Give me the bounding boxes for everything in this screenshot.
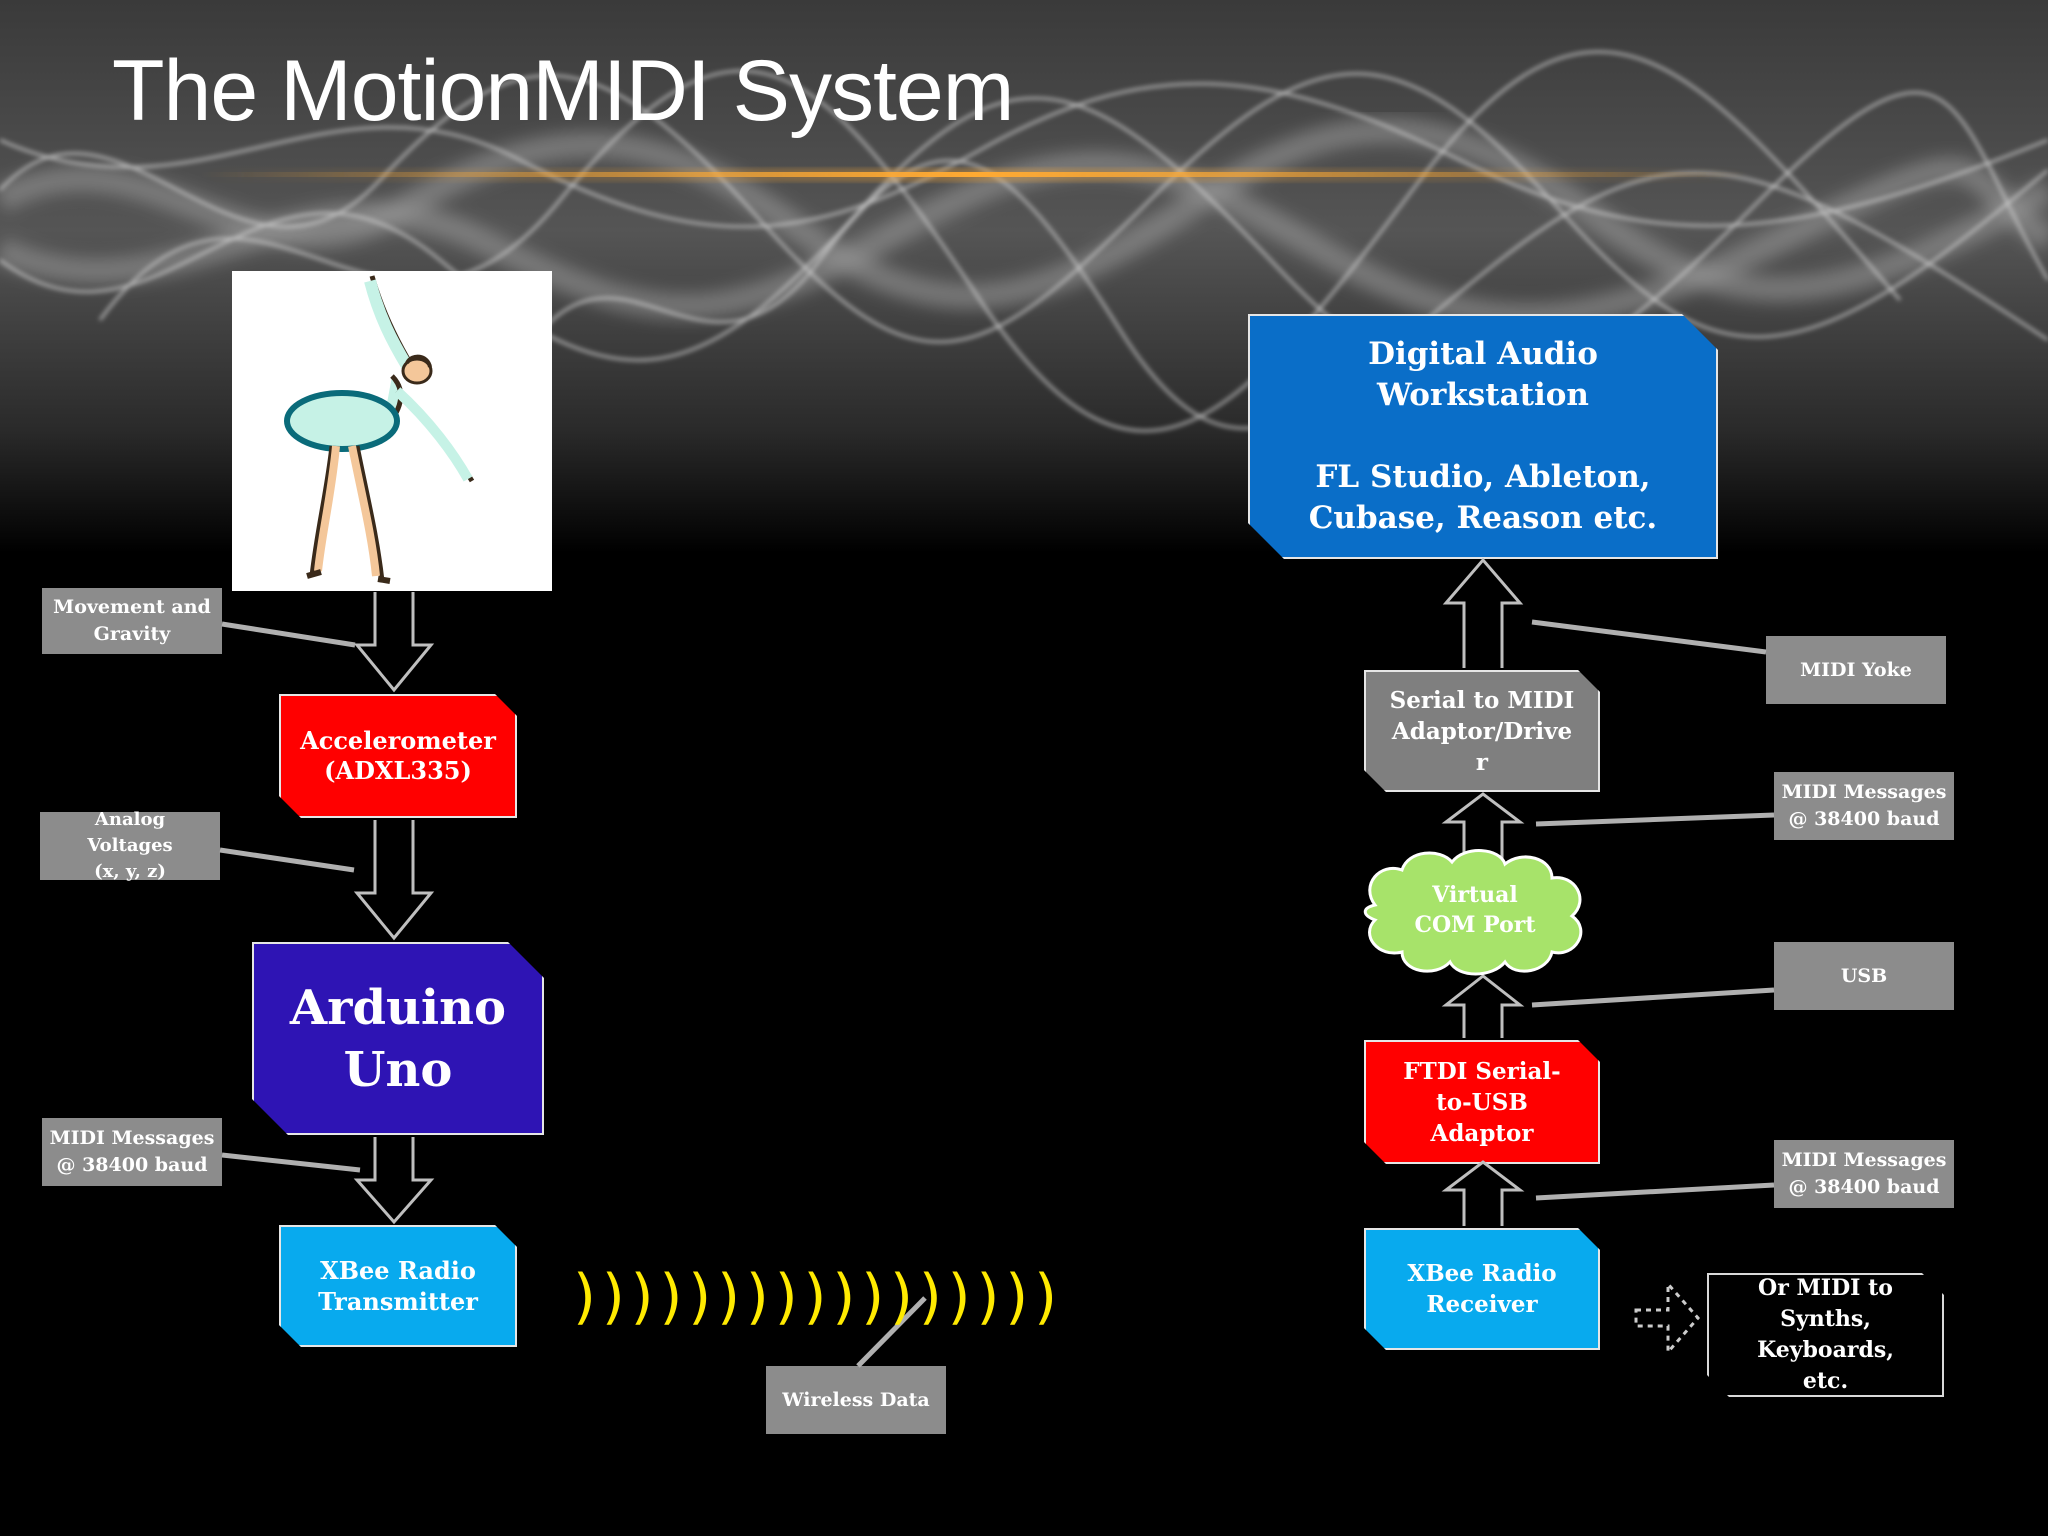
usb-label: USB [1774, 942, 1954, 1010]
accelerometer-box: Accelerometer (ADXL335) [279, 694, 517, 818]
accelerometer-label: Accelerometer (ADXL335) [300, 726, 496, 785]
arduino-uno-label: Arduino Uno [289, 979, 507, 1098]
xbee-receiver-label: XBee Radio Receiver [1407, 1260, 1557, 1318]
daw-label: Digital Audio Workstation FL Studio, Abl… [1308, 336, 1658, 536]
midi-yoke-label: MIDI Yoke [1766, 636, 1946, 704]
midi-messages-right-bottom-label: MIDI Messages @ 38400 baud [1774, 1140, 1954, 1208]
xbee-transmitter-box: XBee Radio Transmitter [279, 1225, 517, 1347]
alt-output-box: Or MIDI to Synths, Keyboards, etc. [1707, 1273, 1944, 1397]
arduino-uno-box: Arduino Uno [252, 942, 544, 1135]
ftdi-adaptor-label: FTDI Serial- to-USB Adaptor [1403, 1057, 1561, 1147]
ftdi-adaptor-box: FTDI Serial- to-USB Adaptor [1364, 1040, 1600, 1164]
wireless-data-label: Wireless Data [766, 1366, 946, 1434]
dancer-image [232, 271, 552, 591]
serial-to-midi-box: Serial to MIDI Adaptor/Drive r [1364, 670, 1600, 792]
movement-gravity-label: Movement and Gravity [42, 588, 222, 654]
slide-title: The MotionMIDI System [112, 43, 1014, 139]
midi-messages-right-top-label: MIDI Messages @ 38400 baud [1774, 772, 1954, 840]
daw-box: Digital Audio Workstation FL Studio, Abl… [1248, 314, 1718, 559]
wireless-waves: ))))))))))))))))) [573, 1262, 1063, 1332]
midi-messages-left-label: MIDI Messages @ 38400 baud [42, 1118, 222, 1186]
virtual-com-label: Virtual COM Port [1414, 882, 1536, 938]
xbee-transmitter-label: XBee Radio Transmitter [318, 1256, 478, 1316]
serial-to-midi-label: Serial to MIDI Adaptor/Drive r [1389, 686, 1575, 776]
xbee-receiver-box: XBee Radio Receiver [1364, 1228, 1600, 1350]
alt-output-label: Or MIDI to Synths, Keyboards, etc. [1757, 1275, 1894, 1394]
analog-voltages-label: Analog Voltages (x, y, z) [40, 809, 220, 882]
